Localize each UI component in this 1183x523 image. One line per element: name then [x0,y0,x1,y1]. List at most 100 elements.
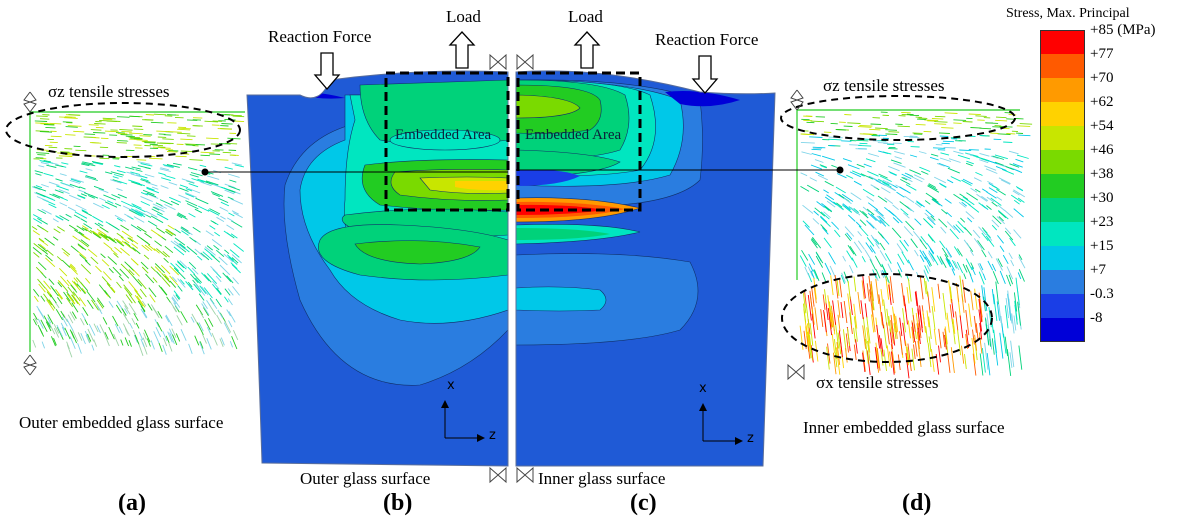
stress-vector [188,188,201,194]
stress-vector [997,209,1009,220]
stress-vector [188,343,193,354]
stress-vector [209,225,216,230]
stress-vector [41,227,49,233]
stress-vector [890,159,902,164]
stress-vector [145,114,155,116]
stress-vector [916,331,920,350]
stress-vector [37,318,44,329]
stress-vector [860,300,864,320]
stress-vector [80,218,88,223]
stress-vector [834,192,845,200]
stress-vector [194,208,203,214]
stress-vector [101,204,110,210]
stress-vector [866,220,875,229]
stress-vector [147,244,156,251]
stress-vector [234,164,245,168]
stress-vector [953,260,960,271]
stress-vector [903,226,914,237]
stress-vector [123,284,133,296]
stress-vector [193,273,202,284]
stress-vector [902,308,906,333]
legend-swatch [1040,30,1085,54]
stress-vector [998,210,1007,219]
stress-vector [799,255,807,267]
stress-vector [999,332,1004,359]
legend-value: +38 [1090,166,1114,182]
stress-vector [40,319,48,333]
stress-vector [118,326,123,334]
stress-vector [176,214,183,219]
stress-vector [140,191,148,196]
stress-vector [69,179,81,184]
stress-vector [976,193,988,202]
stress-vector [815,171,825,177]
stress-vector [940,152,950,156]
stress-vector [1018,345,1023,370]
stress-vector [108,223,120,231]
stress-vector [1017,272,1022,280]
stress-vector [915,312,919,328]
stress-vector [85,277,91,284]
stress-vector [1017,301,1021,326]
legend-swatch [1040,126,1085,150]
stress-vector [177,213,188,220]
stress-vector [194,335,200,346]
stress-vector [939,135,949,137]
stress-vector [34,170,44,174]
stress-vector [131,243,139,249]
stress-vector [973,238,983,249]
stress-vector [81,288,87,294]
stress-vector [79,254,88,262]
stress-vector [836,342,841,365]
stress-vector [231,162,242,166]
stress-vector [135,209,147,216]
stress-vector [48,181,60,187]
stress-vector [815,251,824,264]
stress-vector [886,322,890,345]
stress-vector [929,248,934,255]
stress-vector [121,130,132,133]
stress-vector [1008,252,1013,260]
axis-x-label-inner: x [699,381,707,396]
stress-vector [204,246,216,256]
stress-vector [879,242,886,251]
stress-vector [965,264,972,276]
stress-vector [60,322,66,331]
stress-vector [153,331,160,344]
stress-vector [179,279,185,285]
stress-vector [828,311,832,330]
stress-vector [100,253,106,259]
stress-vector [140,178,149,182]
stress-vector [136,226,147,233]
stress-vector [124,261,135,272]
stress-vector [59,116,73,119]
stress-vector [870,281,874,301]
stress-vector [64,117,78,119]
stress-vector [102,317,108,325]
stress-vector [206,300,211,306]
stress-vector [232,115,245,118]
stress-vector [125,166,135,170]
stress-vector [176,315,183,326]
stress-vector [162,164,174,168]
stress-vector [75,277,85,288]
stress-vector [59,202,68,207]
stress-vector [133,216,145,223]
stress-vector [862,325,867,349]
stress-vector [81,234,91,241]
stress-vector [214,231,221,237]
stress-vector [983,296,986,312]
stress-vector [169,280,177,288]
stress-vector [853,327,856,343]
stress-vector [150,340,155,350]
stress-vector [939,256,947,269]
stress-vector [39,243,46,250]
stress-vector [820,224,828,232]
stress-vector [926,265,931,272]
stress-vector [171,297,177,305]
stress-vector [175,333,181,342]
stress-vector [33,288,40,297]
stress-vector [807,266,814,277]
axis-triad-outer [441,400,485,442]
stress-vector [104,130,119,133]
